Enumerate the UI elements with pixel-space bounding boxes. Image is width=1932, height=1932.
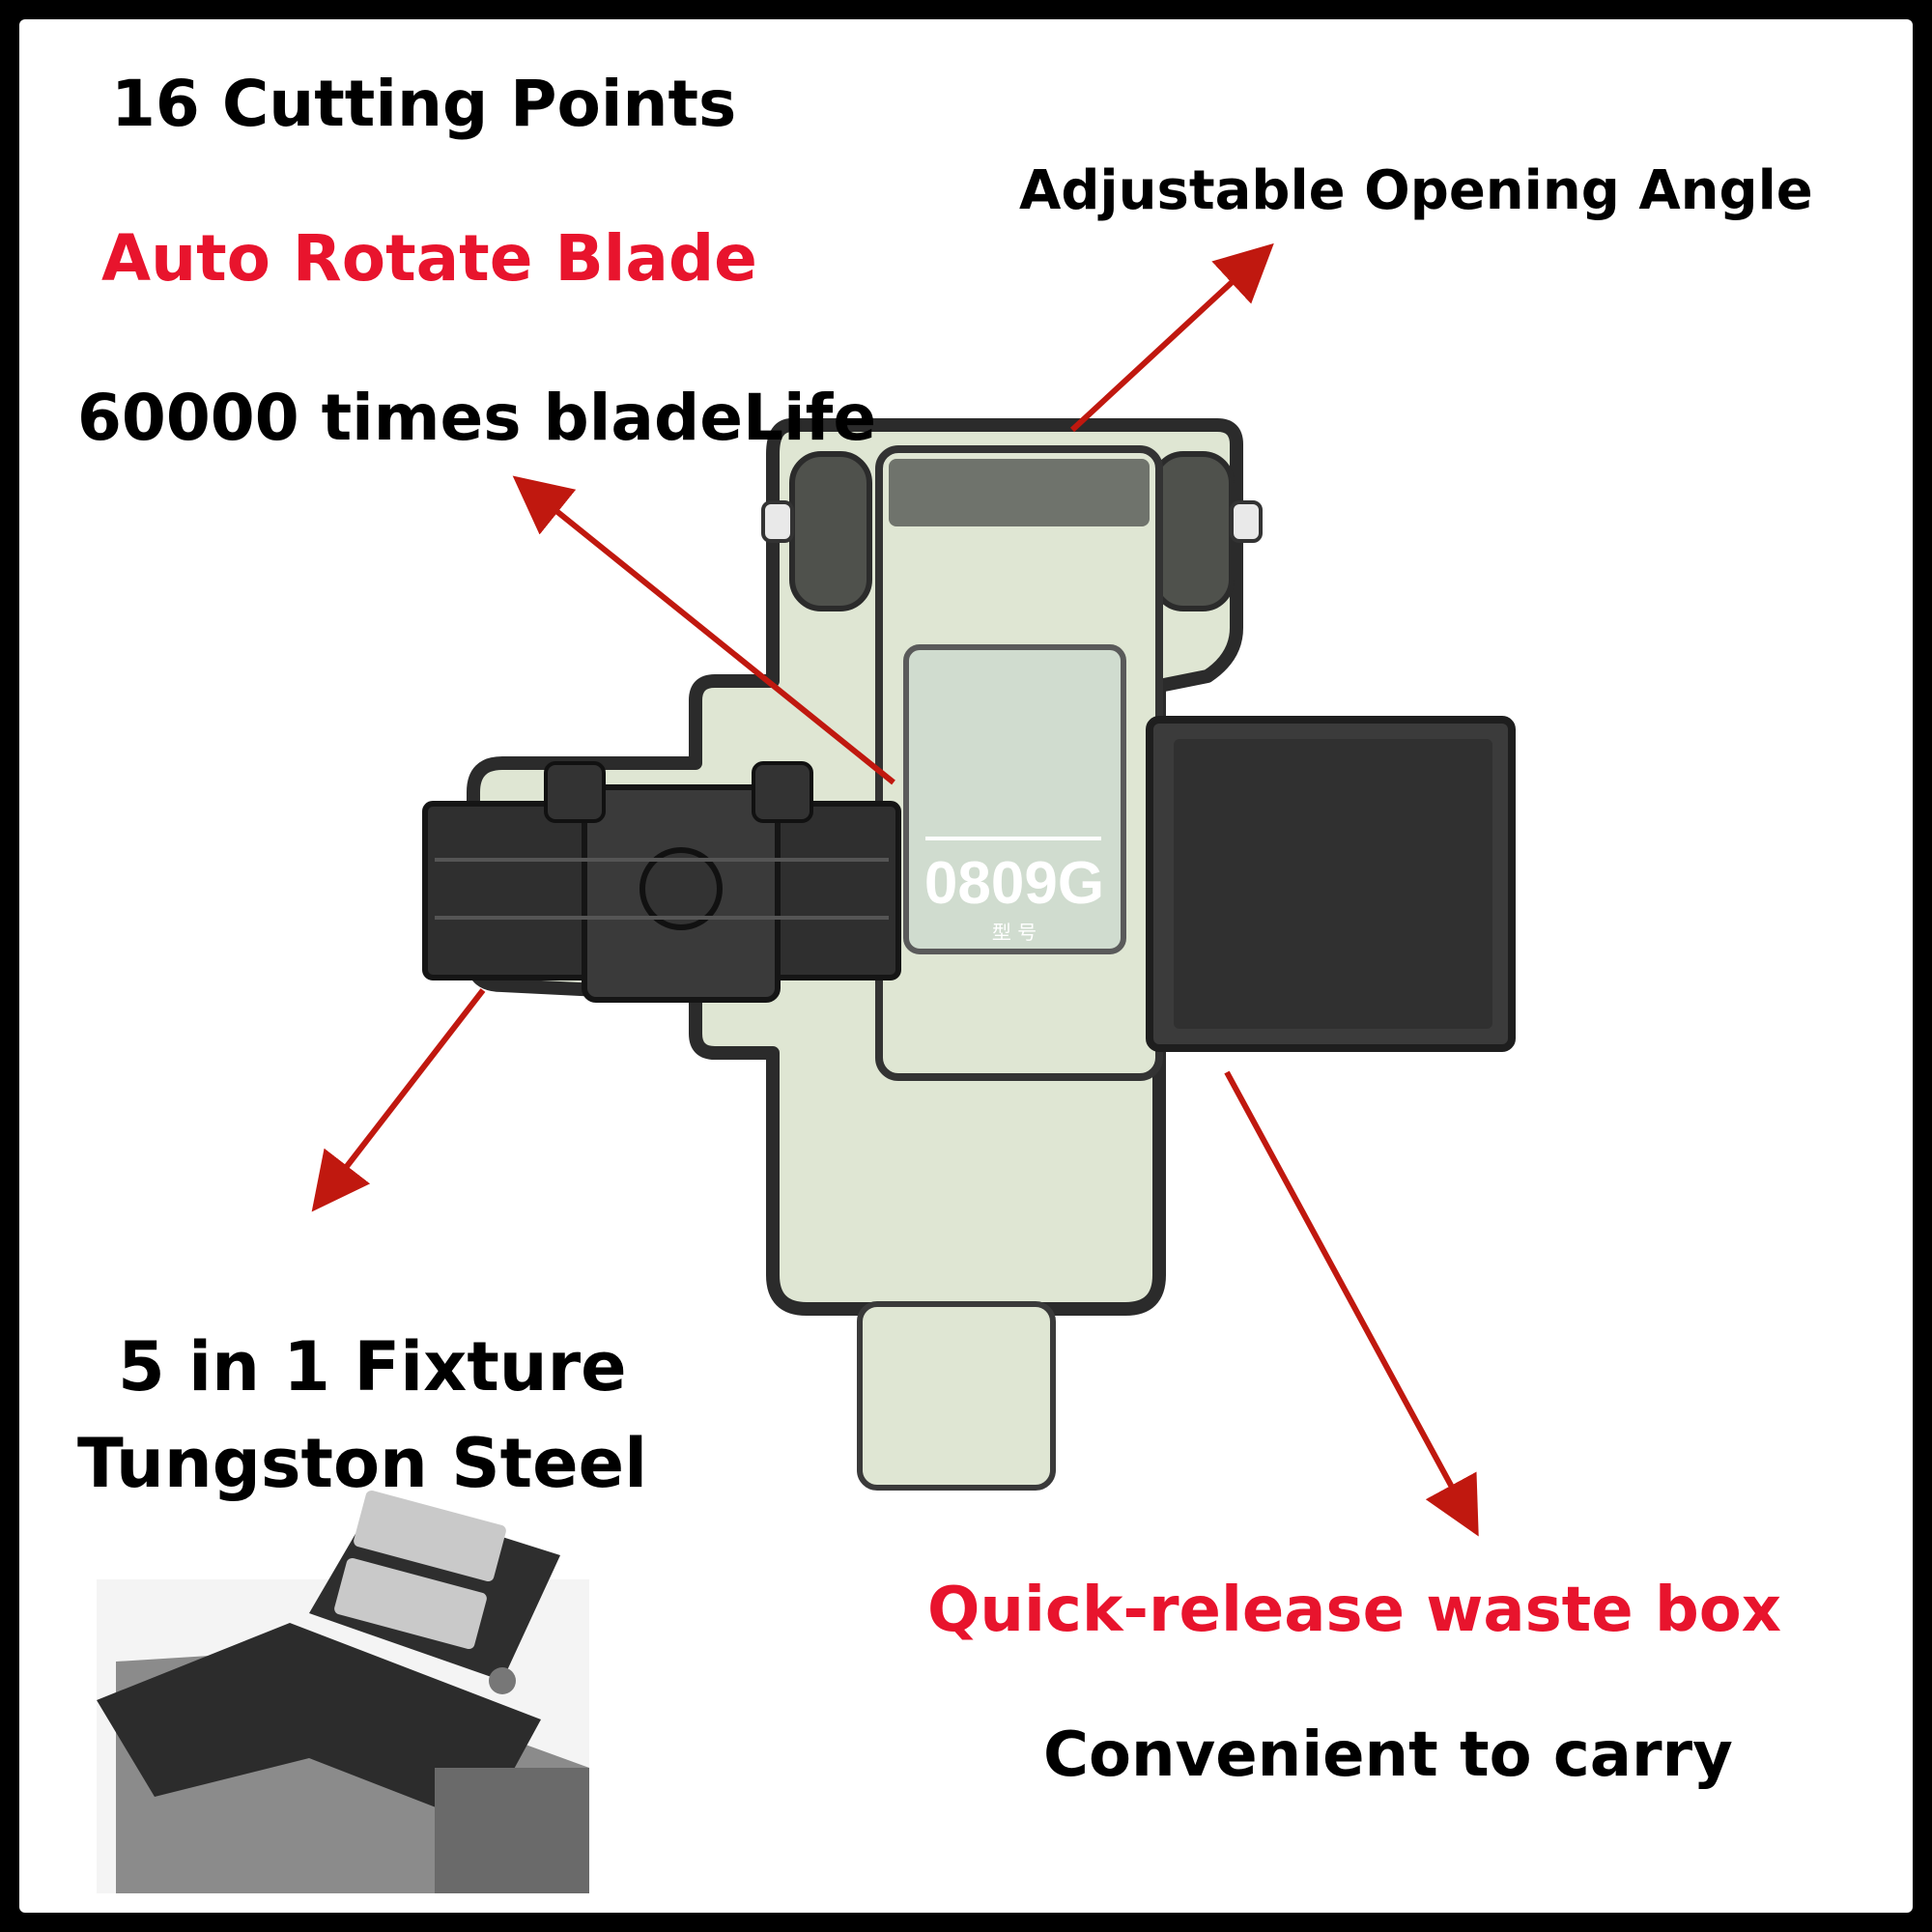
fixture-detail-photo	[97, 1490, 589, 1893]
waste-box	[1146, 716, 1516, 1052]
fixture-label: 5 in 1 Fixture	[118, 1327, 627, 1406]
auto-rotate-label: Auto Rotate Blade	[101, 221, 757, 296]
fiber-fixture	[422, 761, 901, 1003]
arrow-blade-life	[512, 475, 895, 785]
callout-arrows	[311, 242, 1479, 1537]
tungsten-label: Tungston Steel	[77, 1424, 648, 1503]
arrow-fixture	[311, 988, 486, 1212]
model-number: 0809G	[924, 850, 1104, 917]
waste-box-label: Quick-release waste box	[927, 1575, 1781, 1646]
blade-life-label: 60000 times bladeLife	[77, 381, 877, 455]
model-caption: 型 号	[992, 921, 1037, 944]
cleaver-illustration: 0809G 型 号	[97, 242, 1516, 1893]
cleaver-lid	[875, 445, 1163, 1081]
cutting-points-label: 16 Cutting Points	[111, 67, 737, 141]
carry-label: Convenient to carry	[1043, 1719, 1733, 1791]
arrow-waste-box	[1224, 1070, 1479, 1537]
opening-angle-label: Adjustable Opening Angle	[1019, 159, 1813, 222]
canvas: 0809G 型 号 16 Cutting Points Auto Rotate …	[19, 19, 1913, 1913]
arrow-opening-angle	[1069, 242, 1274, 433]
